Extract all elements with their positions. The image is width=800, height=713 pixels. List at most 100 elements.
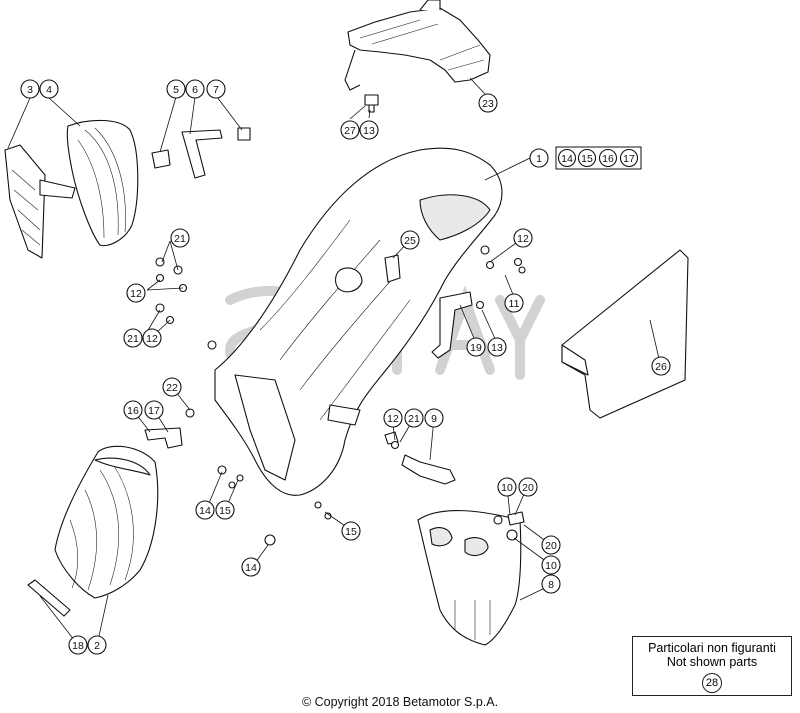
side-bracket-part bbox=[431, 291, 473, 359]
svg-text:16: 16 bbox=[602, 153, 614, 165]
svg-text:14: 14 bbox=[561, 153, 573, 165]
svg-text:25: 25 bbox=[404, 235, 416, 247]
svg-text:15: 15 bbox=[219, 505, 231, 517]
washer-icon bbox=[493, 511, 525, 541]
callout-15: 15 bbox=[215, 500, 235, 520]
svg-text:22: 22 bbox=[166, 382, 178, 394]
callout-box-14-17: 14 15 16 17 bbox=[555, 146, 642, 170]
svg-text:15: 15 bbox=[581, 153, 593, 165]
callout-group: 3 4 5 6 7 23 27 13 1 14 15 16 17 21 12 2… bbox=[20, 79, 671, 655]
svg-text:4: 4 bbox=[46, 84, 52, 96]
svg-text:13: 13 bbox=[363, 125, 375, 137]
callout-7: 7 bbox=[206, 79, 226, 99]
svg-text:19: 19 bbox=[470, 342, 482, 354]
callout-20: 20 bbox=[518, 477, 538, 497]
callout-22: 22 bbox=[162, 377, 182, 397]
small-clip-part bbox=[384, 254, 401, 283]
callout-10: 10 bbox=[497, 477, 517, 497]
mudflap-part bbox=[417, 509, 522, 646]
svg-text:21: 21 bbox=[408, 413, 420, 425]
svg-text:6: 6 bbox=[192, 84, 198, 96]
rear-bracket-part bbox=[344, 0, 491, 91]
callout-21: 21 bbox=[404, 408, 424, 428]
callout-3: 3 bbox=[20, 79, 40, 99]
clamp-part bbox=[27, 579, 71, 617]
callout-26: 26 bbox=[651, 356, 671, 376]
callout-13: 13 bbox=[487, 337, 507, 357]
callout-17: 17 bbox=[144, 400, 164, 420]
bolt-icon bbox=[155, 245, 526, 546]
callout-21: 21 bbox=[170, 228, 190, 248]
svg-text:11: 11 bbox=[509, 298, 520, 310]
callout-14: 14 bbox=[241, 557, 261, 577]
svg-text:12: 12 bbox=[387, 413, 399, 425]
svg-text:3: 3 bbox=[27, 84, 33, 96]
callout-8: 8 bbox=[541, 574, 561, 594]
callout-23: 23 bbox=[478, 93, 498, 113]
svg-text:20: 20 bbox=[545, 540, 557, 552]
svg-text:8: 8 bbox=[548, 579, 554, 591]
headlight-bracket-part bbox=[4, 144, 76, 259]
callout-11: 11 bbox=[504, 293, 524, 313]
svg-text:20: 20 bbox=[522, 482, 534, 494]
svg-text:18: 18 bbox=[72, 640, 84, 652]
strap-hook-part bbox=[384, 431, 456, 485]
note-line-italian: Particolari non figuranti bbox=[648, 641, 776, 655]
svg-text:2: 2 bbox=[94, 640, 100, 652]
callout-9: 9 bbox=[424, 408, 444, 428]
callout-1: 1 bbox=[529, 148, 549, 168]
tank-body-part bbox=[214, 147, 503, 496]
svg-text:9: 9 bbox=[431, 413, 437, 425]
svg-text:13: 13 bbox=[491, 342, 503, 354]
svg-text:17: 17 bbox=[623, 153, 635, 165]
callout-19: 19 bbox=[466, 337, 486, 357]
callout-4: 4 bbox=[39, 79, 59, 99]
callout-20: 20 bbox=[541, 535, 561, 555]
svg-text:15: 15 bbox=[345, 526, 357, 538]
svg-text:16: 16 bbox=[127, 405, 139, 417]
svg-text:12: 12 bbox=[130, 288, 142, 300]
svg-text:12: 12 bbox=[517, 233, 529, 245]
note-part-number: 28 bbox=[702, 673, 722, 693]
svg-text:27: 27 bbox=[344, 125, 356, 137]
bolt-icon bbox=[364, 94, 379, 113]
callout-2: 2 bbox=[87, 635, 107, 655]
air-intake-part bbox=[54, 445, 159, 599]
callout-16: 16 bbox=[123, 400, 143, 420]
svg-text:14: 14 bbox=[199, 505, 211, 517]
callout-12: 12 bbox=[126, 283, 146, 303]
callout-15: 15 bbox=[341, 521, 361, 541]
side-panel-part bbox=[561, 249, 689, 419]
callout-10: 10 bbox=[541, 555, 561, 575]
rubber-strap-part bbox=[151, 127, 251, 179]
svg-text:5: 5 bbox=[173, 84, 179, 96]
callout-18: 18 bbox=[68, 635, 88, 655]
svg-text:21: 21 bbox=[127, 333, 139, 345]
callout-21: 21 bbox=[123, 328, 143, 348]
callout-13: 13 bbox=[359, 120, 379, 140]
callout-27: 27 bbox=[340, 120, 360, 140]
not-shown-parts-note: Particolari non figuranti Not shown part… bbox=[632, 636, 792, 696]
svg-text:26: 26 bbox=[655, 361, 667, 373]
small-bracket-part bbox=[144, 427, 183, 449]
callout-25: 25 bbox=[400, 230, 420, 250]
note-line-english: Not shown parts bbox=[666, 655, 758, 669]
copyright-text: © Copyright 2018 Betamotor S.p.A. bbox=[301, 695, 499, 709]
callout-12: 12 bbox=[142, 328, 162, 348]
svg-text:10: 10 bbox=[545, 560, 557, 572]
svg-text:17: 17 bbox=[148, 405, 160, 417]
svg-text:10: 10 bbox=[501, 482, 513, 494]
callout-14: 14 bbox=[195, 500, 215, 520]
svg-text:1: 1 bbox=[536, 153, 542, 165]
svg-text:14: 14 bbox=[245, 562, 257, 574]
headlight-mask-part bbox=[66, 119, 139, 247]
svg-text:7: 7 bbox=[213, 84, 219, 96]
svg-text:23: 23 bbox=[482, 98, 494, 110]
callout-6: 6 bbox=[185, 79, 205, 99]
svg-text:12: 12 bbox=[146, 333, 158, 345]
svg-text:21: 21 bbox=[174, 233, 186, 245]
callout-5: 5 bbox=[166, 79, 186, 99]
callout-12: 12 bbox=[383, 408, 403, 428]
callout-12: 12 bbox=[513, 228, 533, 248]
